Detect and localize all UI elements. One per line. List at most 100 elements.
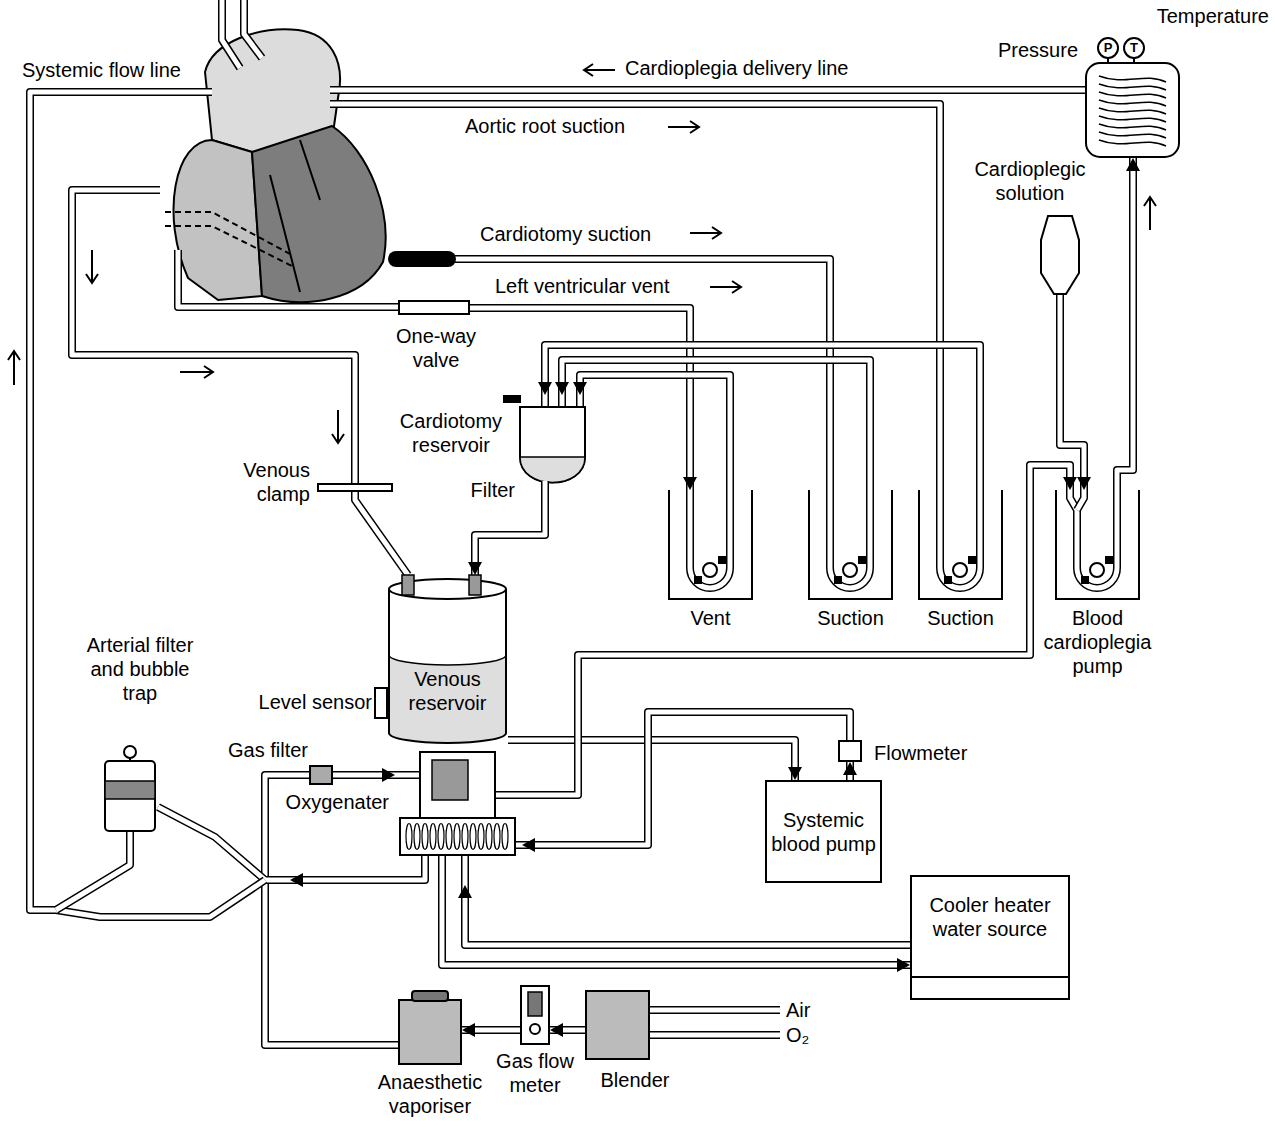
drawing-part: [252, 126, 386, 302]
drawing-part: [1099, 100, 1166, 106]
drawing-part: [940, 490, 980, 588]
drawing-part: [520, 457, 585, 483]
tube-connector: [1117, 158, 1140, 490]
drawing-part: [422, 824, 428, 850]
cannula: [222, 0, 240, 68]
node-label: Venous reservoir: [387, 667, 508, 715]
cardiotomy-suction-tube: [455, 259, 830, 490]
tube-connector: [458, 885, 910, 945]
arrowhead: [382, 768, 395, 782]
drawing-part: [1099, 132, 1166, 138]
tube-outline: [562, 360, 870, 490]
one-way-valve: One-way valve: [398, 300, 470, 315]
node-label: Cardiotomy reservoir: [385, 409, 517, 457]
heart: [165, 29, 386, 302]
tube-outline: [265, 775, 398, 1045]
drawing-part: [843, 563, 857, 577]
drawing-part: [440, 855, 445, 885]
overlay-parts: [8, 38, 1156, 784]
blender: Blender: [585, 990, 650, 1060]
drawing-part: [158, 807, 290, 880]
roller-pump-shape: [918, 490, 1003, 600]
cannula: [244, 0, 262, 58]
tube-core: [562, 360, 870, 490]
tube-connector: [508, 740, 802, 780]
vent-tube: [178, 250, 398, 307]
air-tube: [650, 1008, 780, 1013]
vaporiser-shape: [398, 990, 462, 1065]
drawing-part: [530, 1024, 540, 1034]
drawing-part: [1099, 108, 1166, 114]
drawing-part: [395, 771, 420, 779]
drawing-part: [1077, 490, 1084, 510]
tube-connector: [550, 1023, 585, 1037]
drawing-part: [703, 563, 717, 577]
flowmeter: Flowmeter: [838, 740, 862, 762]
tube-connector: [522, 465, 1077, 795]
part-label: Gas filter: [200, 738, 308, 762]
level-sensor: [375, 688, 387, 718]
node-label: Vent: [636, 606, 785, 630]
drawing-part: [1099, 92, 1166, 98]
tube-core: [545, 345, 980, 490]
drawing-part: [1077, 490, 1084, 510]
panel-line: [910, 976, 1070, 978]
part-label: Venous clamp: [215, 458, 310, 506]
tube-connector: [470, 308, 697, 490]
drawing-part: [446, 824, 452, 850]
drawing-part: [953, 563, 967, 577]
drawing-part: [1099, 140, 1166, 146]
drawing-part: [690, 490, 730, 588]
roller-pump: Suction: [808, 490, 893, 600]
part-label: Left ventricular vent: [495, 274, 705, 298]
tube-connector: [1060, 295, 1091, 490]
drawing-part: [1070, 490, 1117, 588]
oxygen-tube: [650, 1031, 780, 1039]
oxygen-tube: [650, 1033, 780, 1038]
drawing-part: [1099, 76, 1166, 82]
node-label: Suction: [776, 606, 925, 630]
drawing-part: [858, 556, 866, 564]
drawing-part: [173, 140, 262, 300]
cardiotomy-suction-tube: [455, 259, 830, 490]
arrowhead: [843, 762, 857, 775]
cardioplegia-tube: [330, 88, 1085, 93]
node-label: Cardioplegic solution: [950, 157, 1110, 205]
arrowhead: [897, 958, 910, 972]
systemic-flow-tube: [30, 92, 212, 910]
blender-shape: [585, 990, 650, 1060]
drawing-part: [105, 761, 155, 831]
tube-core: [522, 465, 1070, 795]
drawing-part: [469, 575, 481, 595]
drawing-part: [165, 212, 292, 266]
tube-core: [265, 775, 398, 1045]
drawing-part: [1070, 490, 1117, 588]
part-label: Level sensor: [240, 690, 372, 714]
drawing-part: [1081, 576, 1089, 584]
tube-connector: [442, 885, 910, 972]
drawing-part: [1099, 84, 1166, 90]
venous-tube: [72, 190, 408, 575]
drawing-part: [430, 824, 436, 850]
pressure-gauge: [1098, 38, 1118, 58]
part-label: Air: [786, 998, 846, 1022]
drawing-part: [718, 556, 726, 564]
tube-core: [1060, 295, 1084, 490]
drawing-part: [1056, 490, 1139, 599]
tubing: [30, 0, 1085, 1035]
tube-connector: [265, 768, 398, 1045]
tube-outline: [465, 885, 910, 945]
drawing-part: [56, 830, 130, 910]
roller-pump: Suction: [918, 490, 1003, 600]
drawing-part: [940, 490, 980, 588]
drawing-part: [399, 1000, 461, 1064]
node-label: Pressure: [990, 38, 1078, 62]
arrowhead: [683, 477, 697, 490]
arterial-filter: Arterial filter and bubble trap: [40, 745, 290, 935]
drawing-part: [8, 351, 20, 385]
drawing-part: [515, 841, 522, 849]
drawing-part: [461, 855, 469, 885]
drawing-part: [944, 576, 952, 584]
roller-pump: Blood cardioplegia pump: [1055, 490, 1140, 600]
tube-connector: [468, 500, 545, 575]
